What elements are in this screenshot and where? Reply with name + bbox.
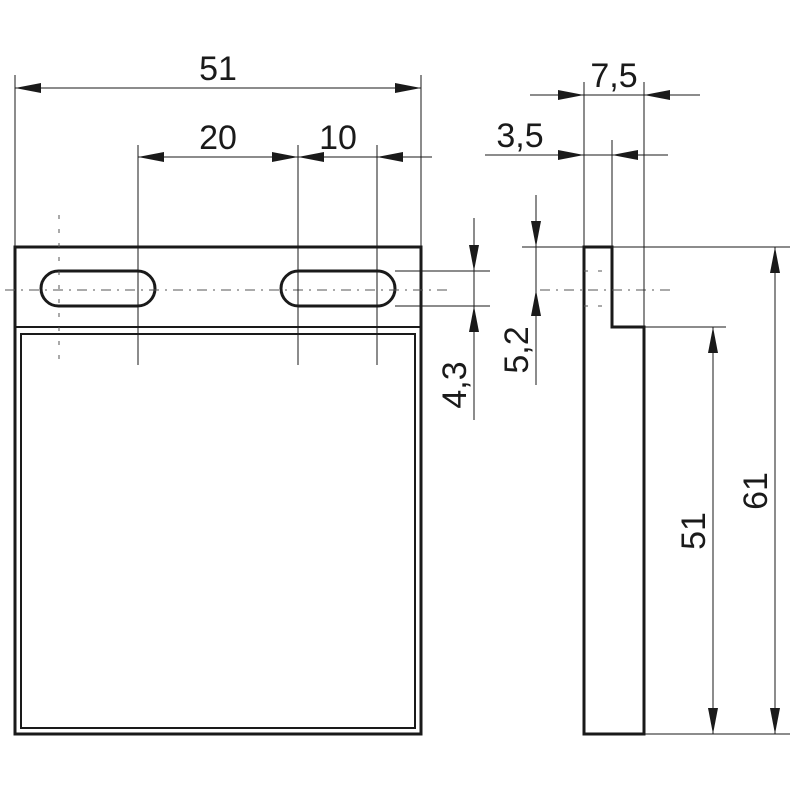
dim-side-plate-thickness-label: 3,5 [496,117,543,155]
side-outline [582,245,646,736]
dim-overall-width-label: 51 [199,50,237,88]
dim-body-height: 51 [644,326,726,735]
slot-left [39,269,157,308]
dim-body-height-label: 51 [675,512,713,550]
dim-total-height-label: 61 [737,472,775,510]
dim-slot-offset-label: 5,2 [498,326,536,373]
front-view [5,145,450,736]
dim-side-total-thickness: 7,5 [530,57,700,327]
front-inner-frame [20,333,416,729]
dim-slot-spacing-label: 20 [199,119,237,157]
dim-slot-spacing: 20 [138,119,298,162]
side-view [540,245,670,736]
dim-overall-width: 51 [14,50,422,247]
dim-slot-length: 10 [298,119,432,162]
dim-slot-length-label: 10 [319,119,357,157]
dim-slot-offset: 5,2 [498,195,584,385]
front-outline [13,245,423,736]
slot-right [279,269,397,308]
dim-slot-height-label: 4,3 [436,361,474,408]
dim-side-plate-thickness: 3,5 [485,117,668,247]
dim-slot-height: 4,3 [395,218,490,420]
dim-total-height: 61 [612,246,790,735]
dim-side-total-thickness-label: 7,5 [590,57,637,95]
